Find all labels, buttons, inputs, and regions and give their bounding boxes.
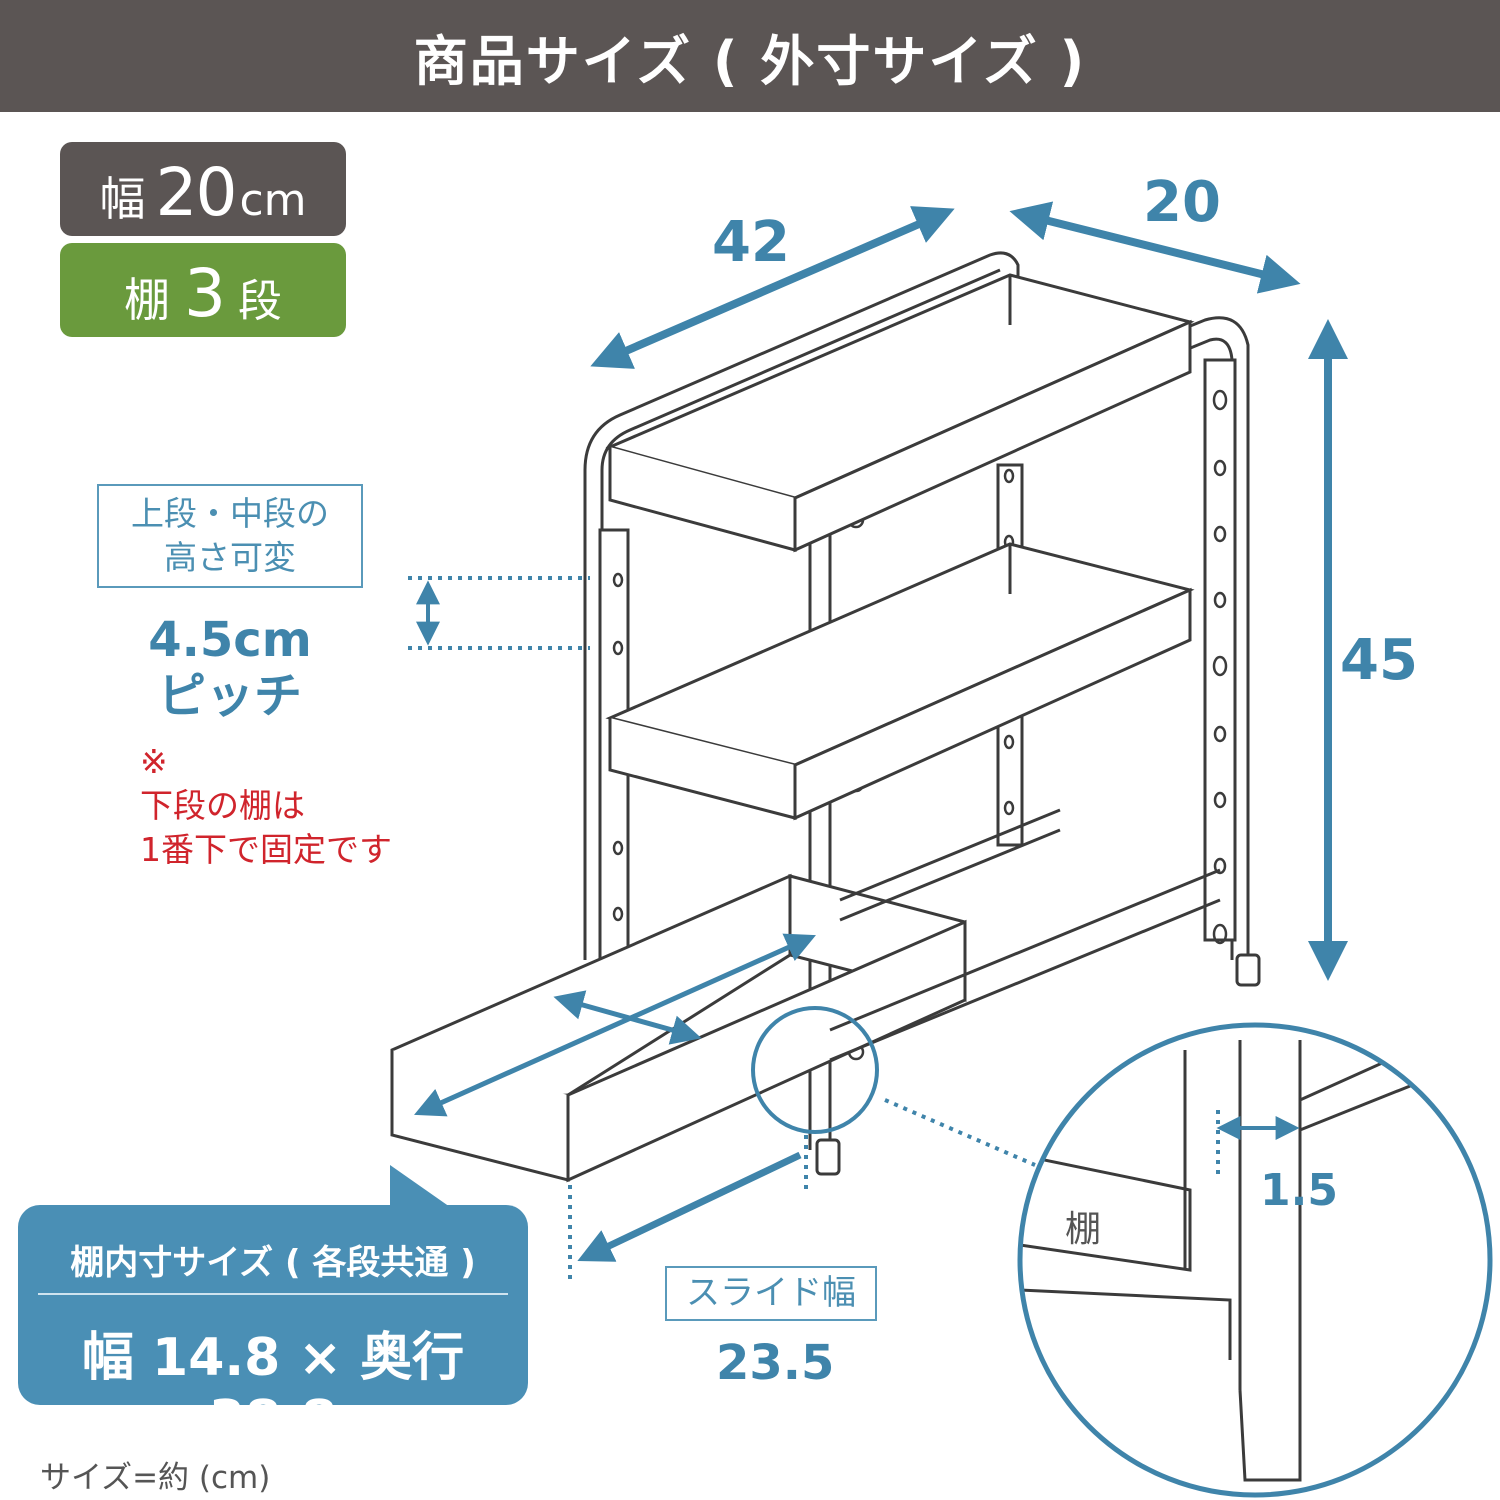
shelves-badge-value: 3 xyxy=(184,255,226,332)
inner-size-card-pointer xyxy=(390,1165,450,1207)
zoom-connector xyxy=(884,1098,1036,1167)
pitch-box-line2: 高さ可変 xyxy=(164,538,296,577)
shelves-badge-unit: 段 xyxy=(238,276,282,327)
inner-size-card: 棚内寸サイズ ( 各段共通 ) 幅 14.8 × 奥行 38.8 xyxy=(18,1165,528,1450)
post-width-arrow xyxy=(1216,1110,1300,1180)
width-badge-unit: cm xyxy=(239,175,307,226)
depth-dimension: 42 xyxy=(712,210,790,275)
inner-size-divider xyxy=(38,1293,508,1295)
zoom-circle xyxy=(1017,1022,1493,1498)
pitch-value: 4.5cm ピッチ xyxy=(110,612,350,724)
inner-size-heading: 棚内寸サイズ ( 各段共通 ) xyxy=(70,1243,476,1283)
pitch-guides xyxy=(408,576,590,650)
slide-width-arrow xyxy=(568,1135,808,1285)
note-line2: 1番下で固定です xyxy=(140,830,392,869)
slide-width-label: スライド幅 xyxy=(665,1266,877,1321)
width-badge-label: 幅 xyxy=(99,172,146,226)
width-dimension: 20 xyxy=(1143,170,1221,235)
page-title: 商品サイズ ( 外寸サイズ ) xyxy=(0,0,1500,112)
post-dimension: 1.5 xyxy=(1260,1165,1338,1216)
middle-shelf xyxy=(605,542,1195,821)
bottom-shelf-note: ※ 下段の棚は 1番下で固定です xyxy=(140,740,392,872)
height-dimension: 45 xyxy=(1340,628,1418,693)
shelves-badge: 棚 3 段 xyxy=(60,243,346,337)
pitch-adjustable-box: 上段・中段の 高さ可変 xyxy=(97,484,363,588)
size-footnote: サイズ=約 (cm) xyxy=(40,1460,271,1496)
shelves-badge-label: 棚 xyxy=(124,273,170,327)
bottom-slide-tray xyxy=(390,808,1221,1183)
width-badge: 幅 20 cm xyxy=(60,142,346,236)
top-shelf xyxy=(605,273,1195,553)
zoom-source-circle xyxy=(751,1006,879,1134)
width-arrow xyxy=(1009,201,1301,294)
inner-dimension-arrows xyxy=(414,933,816,1117)
depth-arrow xyxy=(590,206,955,369)
pitch-value-number: 4.5cm xyxy=(148,612,312,668)
note-line1: 下段の棚は xyxy=(140,786,305,825)
slide-width-value: 23.5 xyxy=(716,1335,835,1391)
note-mark: ※ xyxy=(140,742,168,781)
inner-size-value: 幅 14.8 × 奥行 38.8 xyxy=(81,1328,465,1450)
pitch-value-label: ピッチ xyxy=(157,668,302,724)
width-badge-value: 20 xyxy=(155,154,237,231)
zoom-shelf-label: 棚 xyxy=(1065,1209,1102,1250)
pitch-box-line1: 上段・中段の xyxy=(131,494,329,533)
